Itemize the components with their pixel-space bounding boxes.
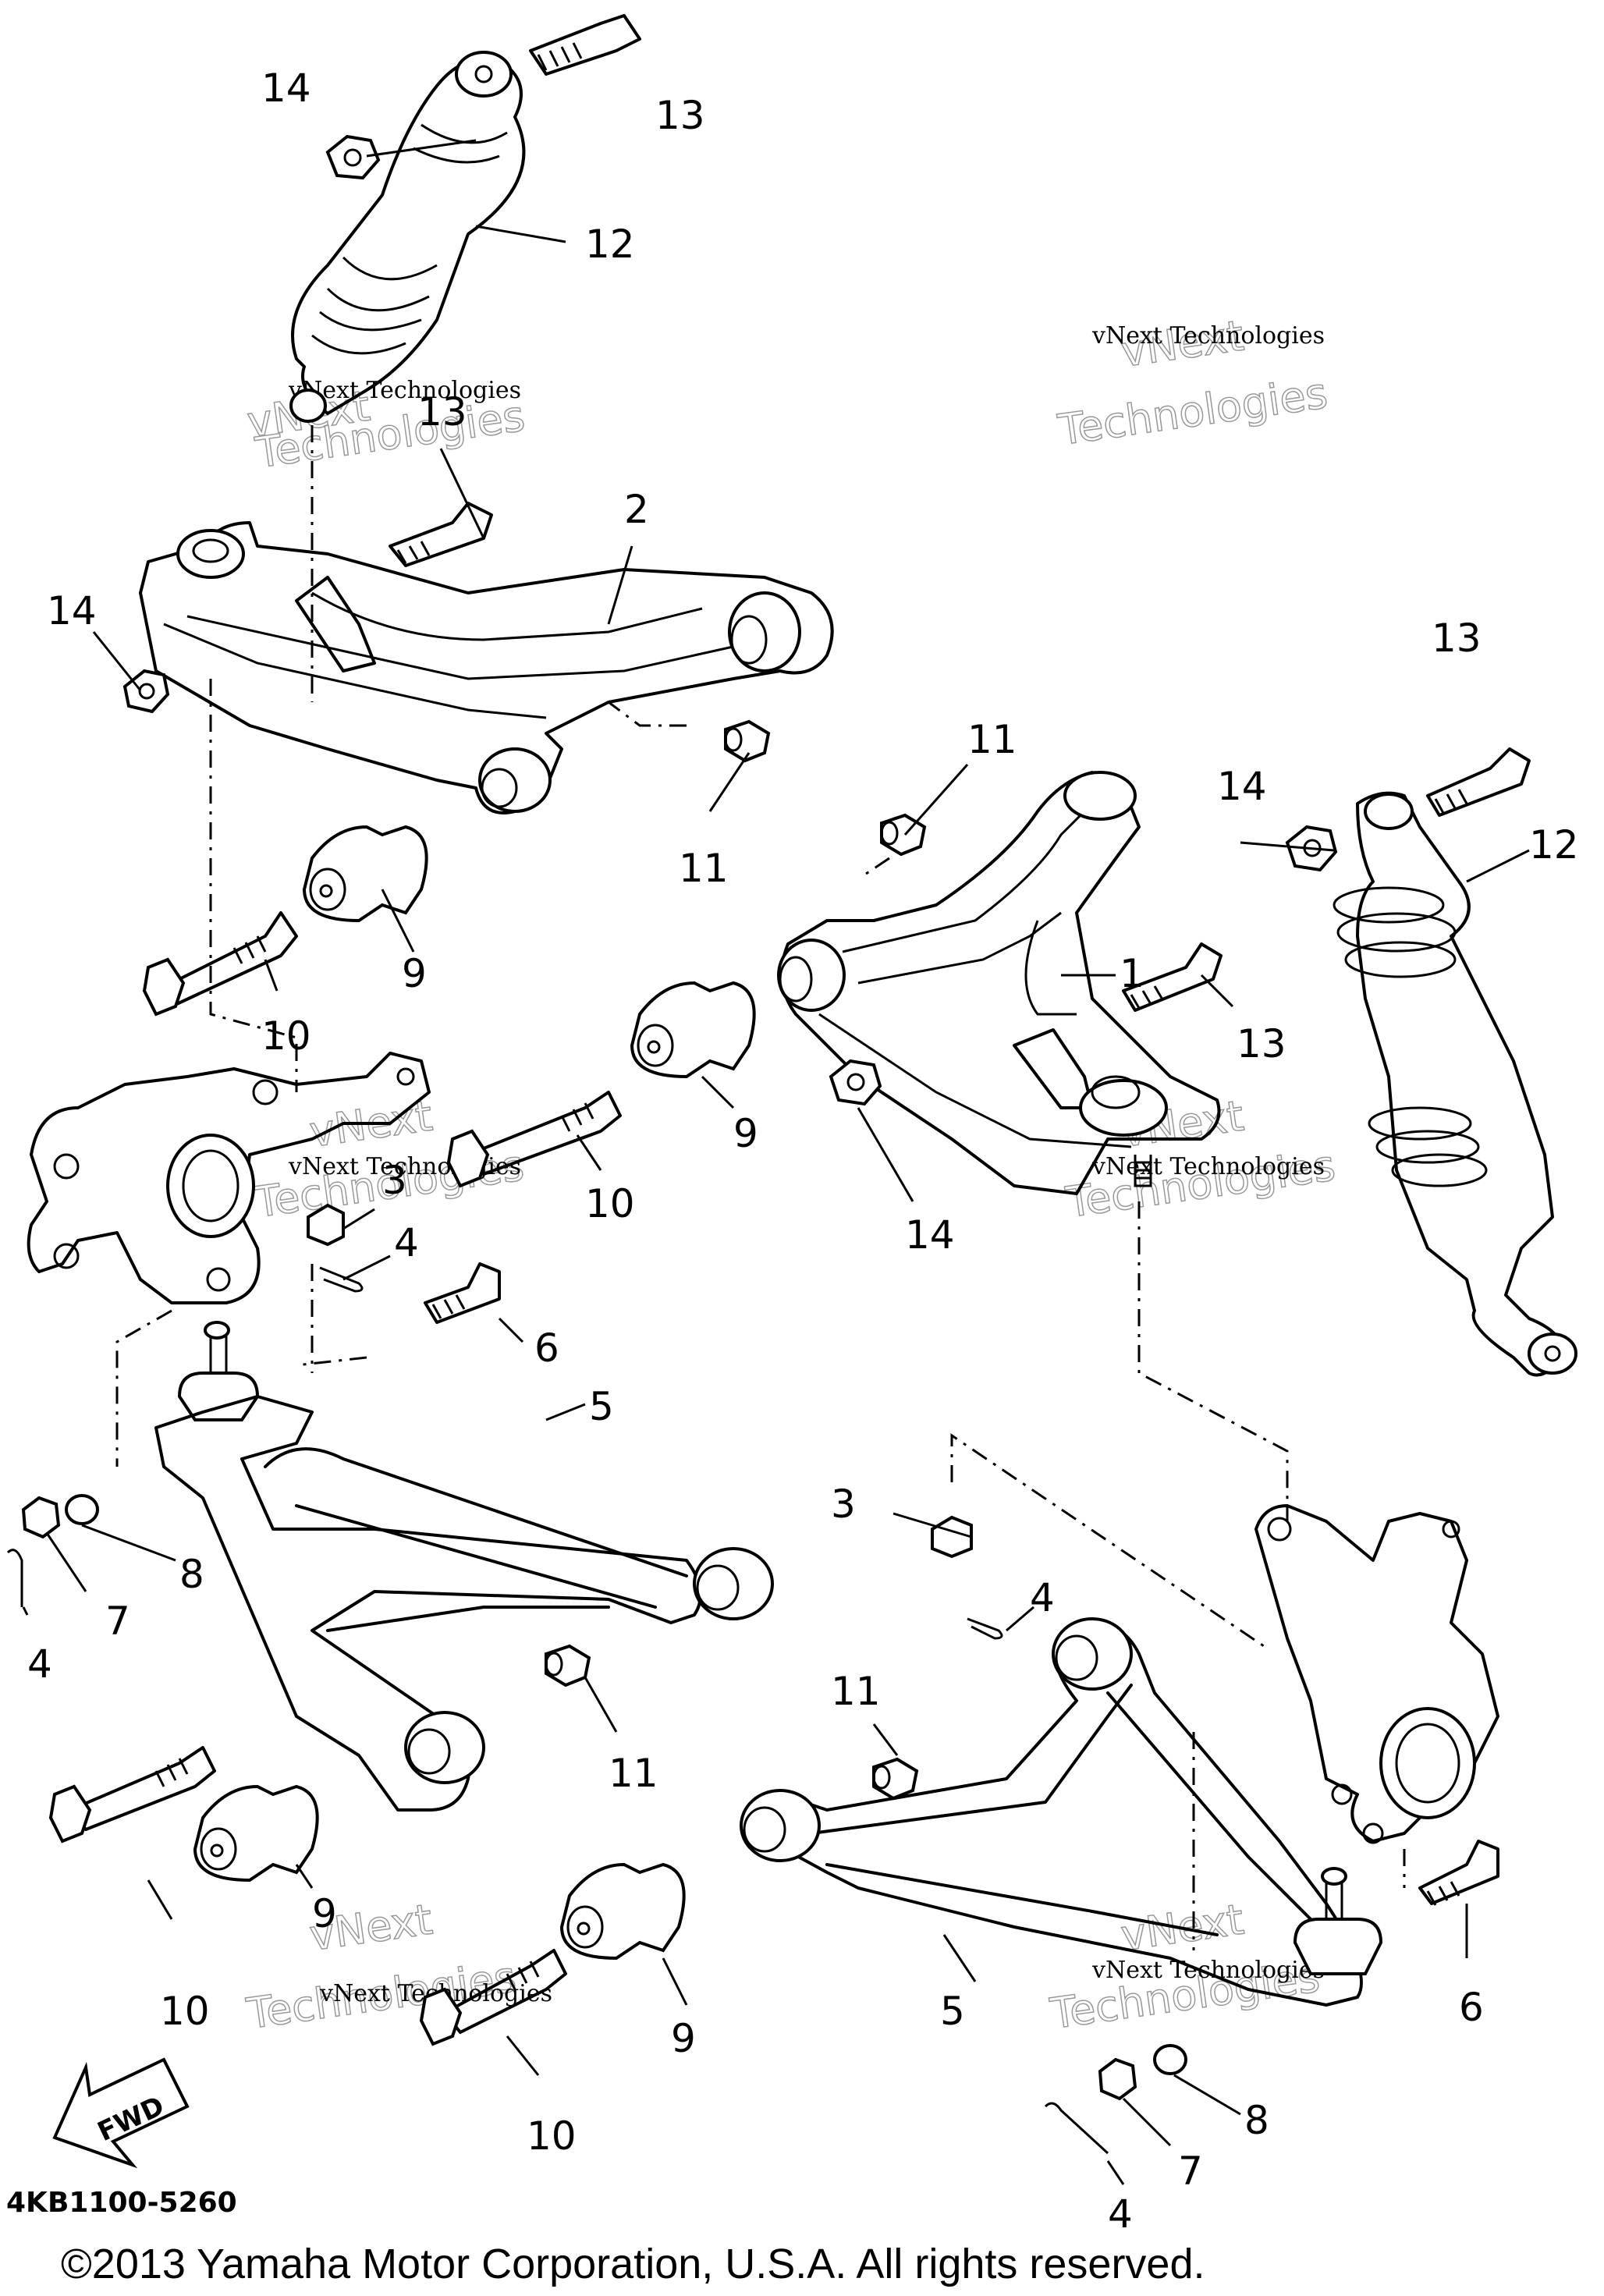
callout-6: 6	[534, 1325, 559, 1371]
ball-joint-upper-right	[1079, 1075, 1168, 1187]
ball-joint-lower-left	[177, 1321, 260, 1421]
ball-joint-lower-right	[1293, 1867, 1383, 1975]
callout-4: 4	[394, 1220, 419, 1265]
nut-11-lower-left	[545, 1644, 591, 1687]
upper-arm-right	[777, 771, 1221, 1195]
callout-5: 5	[589, 1384, 614, 1429]
callout-5: 5	[940, 1989, 965, 2034]
callout-3: 3	[382, 1158, 407, 1203]
bolt-13-right	[1426, 747, 1531, 817]
svg-text:Technologies: Technologies	[1055, 368, 1330, 455]
callout-4: 4	[27, 1641, 52, 1687]
diagram-code: 4KB1100-5260	[6, 2187, 237, 2219]
bolt-13-upper-left	[389, 502, 493, 567]
callout-13: 13	[1237, 1021, 1286, 1066]
callout-14: 14	[47, 588, 97, 633]
callout-10: 10	[585, 1181, 635, 1226]
callout-13: 13	[1432, 616, 1482, 661]
copyright-text: ©2013 Yamaha Motor Corporation, U.S.A. A…	[61, 2241, 1205, 2287]
callout-14: 14	[1217, 764, 1267, 809]
shock-absorber-right	[1333, 791, 1577, 1377]
cotter-pin-4-right-mid	[967, 1617, 1003, 1640]
bolt-6-right	[1418, 1840, 1499, 1906]
callout-1: 1	[1120, 951, 1144, 996]
callout-12: 12	[585, 222, 635, 267]
nut-14-mid	[829, 1059, 882, 1106]
svg-text:vNext Technologies: vNext Technologies	[288, 377, 521, 404]
callout-9: 9	[671, 2016, 696, 2061]
nut-3-left	[307, 1203, 345, 1247]
shock-absorber-left	[289, 51, 526, 423]
callout-4: 4	[1108, 2191, 1133, 2237]
nut-7-right	[1098, 2057, 1137, 2101]
bolt-10-a	[142, 911, 298, 1017]
callout-7: 7	[1178, 2149, 1203, 2194]
svg-text:vNext Technologies: vNext Technologies	[1091, 322, 1325, 350]
bolt-13-mid-right	[1122, 942, 1223, 1012]
callout-9: 9	[312, 1891, 337, 1936]
nut-11-lower-right	[872, 1757, 919, 1801]
svg-text:vNext Technologies: vNext Technologies	[1091, 1153, 1325, 1180]
leader-lines	[22, 139, 1530, 2185]
bolt-10-d	[419, 1949, 567, 2046]
callout-11: 11	[967, 717, 1017, 762]
knuckle-right	[1254, 1504, 1499, 1844]
cotter-pin-4-mid	[319, 1266, 364, 1293]
bolt-6-left	[424, 1262, 501, 1324]
callout-11: 11	[609, 1751, 658, 1796]
bushing-9-c	[193, 1784, 319, 1883]
callout-13: 13	[417, 389, 467, 435]
lower-arm-right	[740, 1617, 1363, 2007]
cotter-pin-4-right	[1044, 2102, 1109, 2155]
nut-14-top	[325, 134, 381, 180]
callout-6: 6	[1459, 1985, 1484, 2030]
callout-4: 4	[1030, 1575, 1055, 1620]
watermark: vNext Technologies vNext Technologies vN…	[243, 311, 1339, 2039]
callout-9: 9	[733, 1111, 758, 1156]
assembly-lines	[115, 425, 1406, 1950]
callout-11: 11	[679, 846, 729, 891]
nut-14-left	[122, 669, 170, 714]
callout-12: 12	[1529, 822, 1579, 868]
callout-3: 3	[831, 1482, 856, 1527]
callout-14: 14	[905, 1212, 955, 1258]
bolt-10-c	[48, 1746, 216, 1844]
callout-14: 14	[261, 66, 311, 111]
nut-7-left	[21, 1496, 61, 1539]
bushing-9-b	[630, 981, 756, 1079]
callout-7: 7	[105, 1599, 130, 1644]
callout-8: 8	[179, 1552, 204, 1597]
bolt-13-top	[529, 14, 641, 76]
forward-arrow: FWD	[52, 2057, 190, 2169]
upper-arm-left	[139, 521, 834, 814]
callout-labels: 14 13 12 13 2 14 11 9 10 11 1 13 9 10 14…	[27, 66, 1579, 2237]
callout-2: 2	[624, 487, 649, 532]
cotter-pin-4-left	[6, 1549, 23, 1607]
bushing-9-d	[559, 1862, 686, 1961]
washer-8-right	[1153, 2044, 1187, 2075]
bolt-10-b	[446, 1091, 622, 1188]
callout-10: 10	[261, 1013, 311, 1059]
bushing-9-a	[302, 825, 428, 923]
lower-arm-left	[154, 1395, 774, 1812]
nut-3-right	[931, 1515, 973, 1559]
knuckle-left	[27, 1052, 431, 1304]
callout-9: 9	[402, 951, 427, 996]
callout-11: 11	[831, 1669, 881, 1714]
callout-10: 10	[160, 1989, 210, 2034]
nut-11-upper-left	[724, 719, 771, 763]
svg-text:vNext Technologies: vNext Technologies	[1091, 1957, 1325, 1984]
callout-10: 10	[527, 2113, 577, 2159]
washer-8-left	[65, 1494, 99, 1525]
callout-8: 8	[1244, 2098, 1269, 2143]
callout-13: 13	[655, 93, 705, 138]
